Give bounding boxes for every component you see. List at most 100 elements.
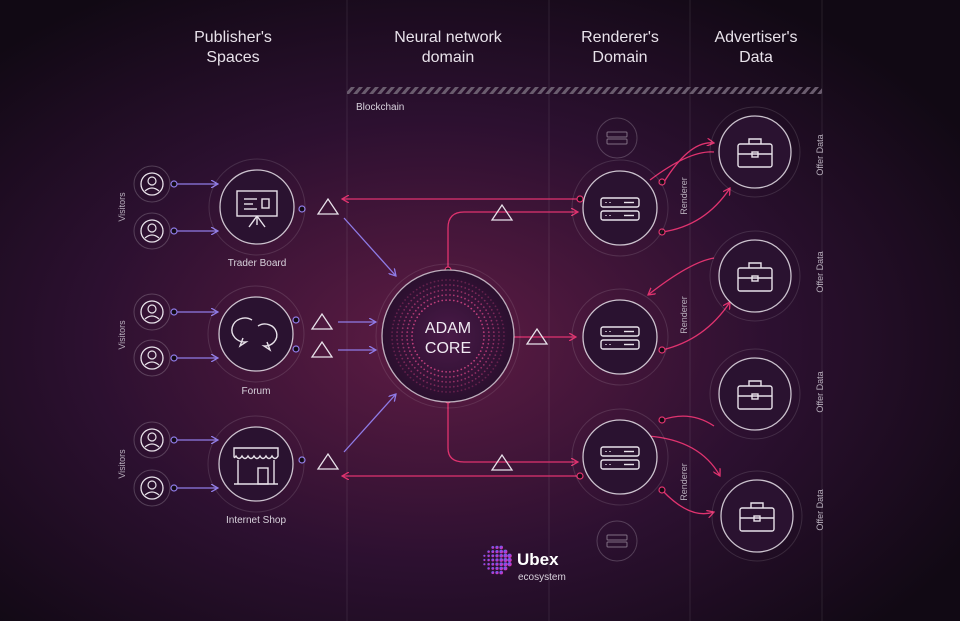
triangle-icon: [310, 312, 334, 330]
logo-dot: [491, 554, 495, 558]
core-dot: [419, 372, 422, 374]
blockchain-label: Blockchain: [356, 102, 404, 113]
core-dot: [433, 379, 436, 381]
renderer-node-faded-bottom: [596, 520, 638, 562]
core-dot: [433, 301, 436, 304]
logo-dot: [491, 550, 495, 554]
core-dot: [411, 331, 414, 333]
publisher-internet-shop: Internet Shop: [207, 415, 305, 526]
core-dot: [415, 381, 418, 384]
core-dot: [460, 291, 463, 293]
core-dot: [426, 370, 429, 373]
core-dot: [496, 346, 499, 349]
core-dot: [470, 301, 473, 304]
server-icon: [606, 534, 628, 548]
core-dot: [502, 342, 505, 345]
storefront-icon: [233, 447, 279, 485]
core-dot: [449, 279, 451, 281]
core-dot: [410, 316, 413, 319]
logo-dot: [507, 553, 512, 558]
logo-dot: [495, 562, 499, 566]
core-dot: [437, 390, 440, 392]
logo-dot: [499, 562, 504, 567]
core-dot: [456, 374, 459, 377]
core-dot: [486, 346, 489, 349]
core-dot: [487, 339, 490, 341]
core-dot: [475, 356, 478, 359]
core-dot: [418, 356, 421, 359]
core-label-line1: ADAM: [425, 320, 471, 337]
core-dot: [460, 384, 463, 387]
core-dot: [486, 323, 489, 326]
core-dot: [460, 301, 463, 304]
core-dot: [403, 319, 406, 322]
core-dot: [413, 297, 415, 299]
core-dot: [416, 375, 418, 378]
core-dot: [406, 357, 409, 360]
core-dot: [413, 366, 416, 369]
core-dot: [498, 357, 501, 360]
core-dot: [464, 372, 466, 375]
core-dot: [426, 376, 429, 378]
core-dot: [422, 385, 425, 388]
core-dot: [489, 316, 491, 318]
core-dot: [487, 327, 490, 330]
core-dot: [498, 312, 501, 315]
core-dot: [467, 294, 470, 296]
visitor-group-3: Visitors: [117, 421, 171, 507]
core-dot: [478, 381, 481, 384]
logo-dot: [507, 562, 512, 567]
core-dot: [421, 310, 423, 313]
core-dot: [492, 368, 495, 370]
core-dot: [423, 295, 425, 298]
publisher-label: Internet Shop: [226, 515, 286, 526]
core-dot: [411, 339, 414, 341]
renderer-node-2: [571, 288, 669, 386]
offer-data-label: Offer Data: [815, 489, 825, 530]
logo-dot: [499, 549, 504, 554]
core-dot: [414, 350, 417, 352]
core-dot: [413, 373, 415, 375]
core-dot: [481, 323, 483, 326]
core-dot: [393, 319, 396, 322]
user-icon: [147, 223, 157, 233]
renderer-node-3: [571, 408, 669, 506]
core-dot: [456, 300, 459, 303]
core-dot: [391, 342, 394, 345]
core-dot: [445, 294, 447, 296]
core-dot: [406, 342, 409, 345]
core-dot: [406, 339, 409, 341]
core-dot: [441, 289, 444, 292]
core-dot: [404, 299, 406, 301]
core-dot: [420, 366, 423, 368]
core-dot: [499, 354, 502, 357]
core-dot: [445, 386, 447, 388]
core-dot: [483, 316, 486, 319]
core-dot: [495, 319, 498, 322]
core-dot: [412, 357, 415, 360]
core-dot: [464, 287, 467, 289]
core-dot: [423, 374, 425, 377]
logo-dot: [499, 558, 504, 562]
core-dot: [475, 313, 478, 316]
core-dot: [401, 342, 404, 345]
core-dot: [433, 373, 436, 376]
core-dot: [445, 376, 447, 378]
core-dot: [419, 383, 421, 386]
core-dot: [485, 319, 487, 322]
core-dot: [413, 346, 415, 349]
core-dot: [485, 350, 487, 353]
core-dot: [473, 366, 476, 368]
logo-dot: [507, 557, 512, 563]
core-dot: [391, 331, 393, 333]
core-dot: [413, 303, 416, 306]
core-dot: [397, 346, 400, 349]
core-dot: [419, 298, 422, 300]
logo-dot: [499, 566, 504, 571]
publisher-trader-board: Trader Board: [208, 158, 306, 269]
core-dot: [409, 309, 411, 312]
core-dot: [482, 306, 485, 308]
core-dot: [429, 292, 432, 295]
core-dot: [497, 327, 500, 330]
core-dot: [481, 357, 484, 360]
